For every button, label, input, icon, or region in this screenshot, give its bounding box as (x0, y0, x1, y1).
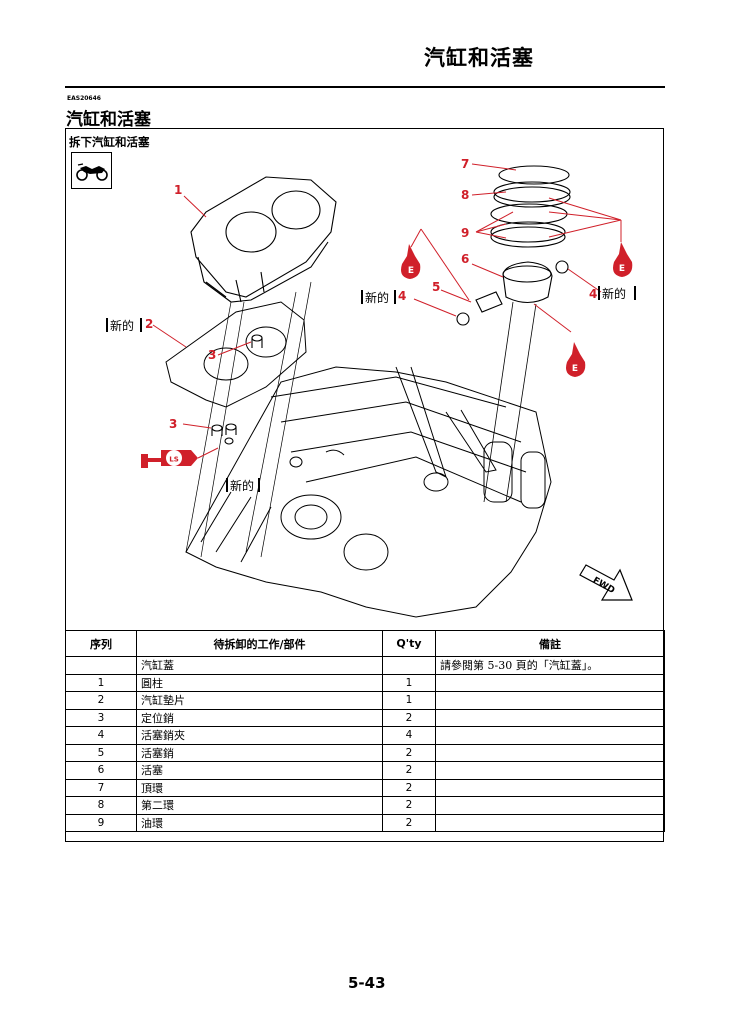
cell-no: 4 (65, 726, 137, 745)
grease-mark: LS (141, 447, 219, 468)
callout-4-right: 4 (589, 287, 597, 301)
callout-8: 8 (461, 188, 469, 202)
grease-mark-label: LS (169, 456, 179, 464)
new-label-dowel: 新的 (230, 478, 254, 493)
cell-no: 7 (65, 778, 137, 797)
cell-remarks (435, 673, 665, 692)
cell-job: 第二環 (136, 796, 383, 815)
new-label-clip-left: 新的 (365, 290, 389, 305)
section-title: 汽缸和活塞 (66, 110, 151, 130)
callout-7: 7 (461, 157, 469, 171)
new-label-clip-right: 新的 (602, 286, 626, 301)
callout-3-lower: 3 (169, 417, 177, 431)
cell-qty: 2 (382, 813, 436, 832)
page-number: 5-43 (348, 974, 386, 992)
col-header-no: 序列 (65, 630, 137, 657)
table-row: 汽缸蓋 請參閱第 5-30 頁的「汽缸蓋」。 (65, 656, 665, 675)
oil-mark-left: E (408, 266, 414, 276)
cell-remarks (435, 691, 665, 710)
cell-job: 圓柱 (136, 673, 383, 692)
cell-qty: 2 (382, 761, 436, 780)
table-header-row: 序列 待拆卸的工作/部件 Q'ty 備註 (65, 630, 665, 657)
cell-job: 定位銷 (136, 708, 383, 727)
cell-remarks (435, 761, 665, 780)
fwd-arrow-icon: FWD (579, 564, 633, 601)
cell-job: 汽缸墊片 (136, 691, 383, 710)
cell-no: 6 (65, 761, 137, 780)
cell-no: 1 (65, 673, 137, 692)
section-code: EAS20646 (67, 95, 101, 102)
col-header-qty: Q'ty (382, 630, 436, 657)
cell-qty: 2 (382, 778, 436, 797)
content-frame (65, 128, 664, 842)
cell-qty: 1 (382, 673, 436, 692)
cell-job: 活塞銷夾 (136, 726, 383, 745)
cell-job: 汽缸蓋 (136, 656, 383, 675)
cell-remarks: 請參閱第 5-30 頁的「汽缸蓋」。 (435, 656, 665, 675)
callout-9: 9 (461, 226, 469, 240)
cell-job: 活塞銷 (136, 743, 383, 762)
cell-remarks (435, 743, 665, 762)
col-header-remarks: 備註 (435, 630, 665, 657)
callout-numbers: 1 3 3 5 6 7 8 9 (169, 157, 469, 431)
cell-no: 9 (65, 813, 137, 832)
cell-no: 2 (65, 691, 137, 710)
piston-drawing (456, 165, 571, 503)
cell-qty: 2 (382, 796, 436, 815)
callout-5: 5 (432, 280, 440, 294)
cell-job: 活塞 (136, 761, 383, 780)
oil-marks: E E E (401, 242, 633, 377)
gasket-drawing (165, 301, 307, 408)
cell-qty: 2 (382, 743, 436, 762)
cell-no: 5 (65, 743, 137, 762)
motorcycle-icon (71, 152, 112, 189)
oil-mark-bottom: E (572, 364, 578, 374)
callout-4-left: 4 (398, 289, 406, 303)
cylinder-piston-diagram: E E E LS 新的 2 新的 4 4 新的 新的 1 3 3 5 6 7 8 (106, 157, 636, 618)
dowel-pins-drawing (185, 281, 312, 558)
cell-remarks (435, 708, 665, 727)
callout-6: 6 (461, 252, 469, 266)
cylinder-drawing (190, 176, 337, 303)
oil-mark-right: E (619, 264, 625, 274)
leader-lines (152, 163, 622, 429)
cell-remarks (435, 778, 665, 797)
cell-remarks (435, 813, 665, 832)
new-label-gasket: 新的 (110, 318, 134, 333)
diagram-subtitle: 拆下汽缸和活塞 (69, 135, 150, 149)
callout-2: 2 (145, 317, 153, 331)
cell-remarks (435, 726, 665, 745)
cell-remarks (435, 796, 665, 815)
cell-qty: 1 (382, 691, 436, 710)
new-part-labels: 新的 2 新的 4 4 新的 新的 (106, 286, 636, 493)
parts-table: 序列 待拆卸的工作/部件 Q'ty 備註 汽缸蓋 請參閱第 5-30 頁的「汽缸蓋… (65, 630, 665, 832)
cell-qty: 4 (382, 726, 436, 745)
cell-qty: 2 (382, 708, 436, 727)
cell-no: 3 (65, 708, 137, 727)
cell-no: 8 (65, 796, 137, 815)
header-rule (65, 86, 665, 88)
callout-1: 1 (174, 183, 182, 197)
cell-job: 頂環 (136, 778, 383, 797)
callout-3-upper: 3 (208, 348, 216, 362)
header-title: 汽缸和活塞 (424, 45, 534, 70)
cell-qty (382, 656, 436, 675)
cell-no (65, 656, 137, 675)
cell-job: 油環 (136, 813, 383, 832)
col-header-job: 待拆卸的工作/部件 (136, 630, 383, 657)
